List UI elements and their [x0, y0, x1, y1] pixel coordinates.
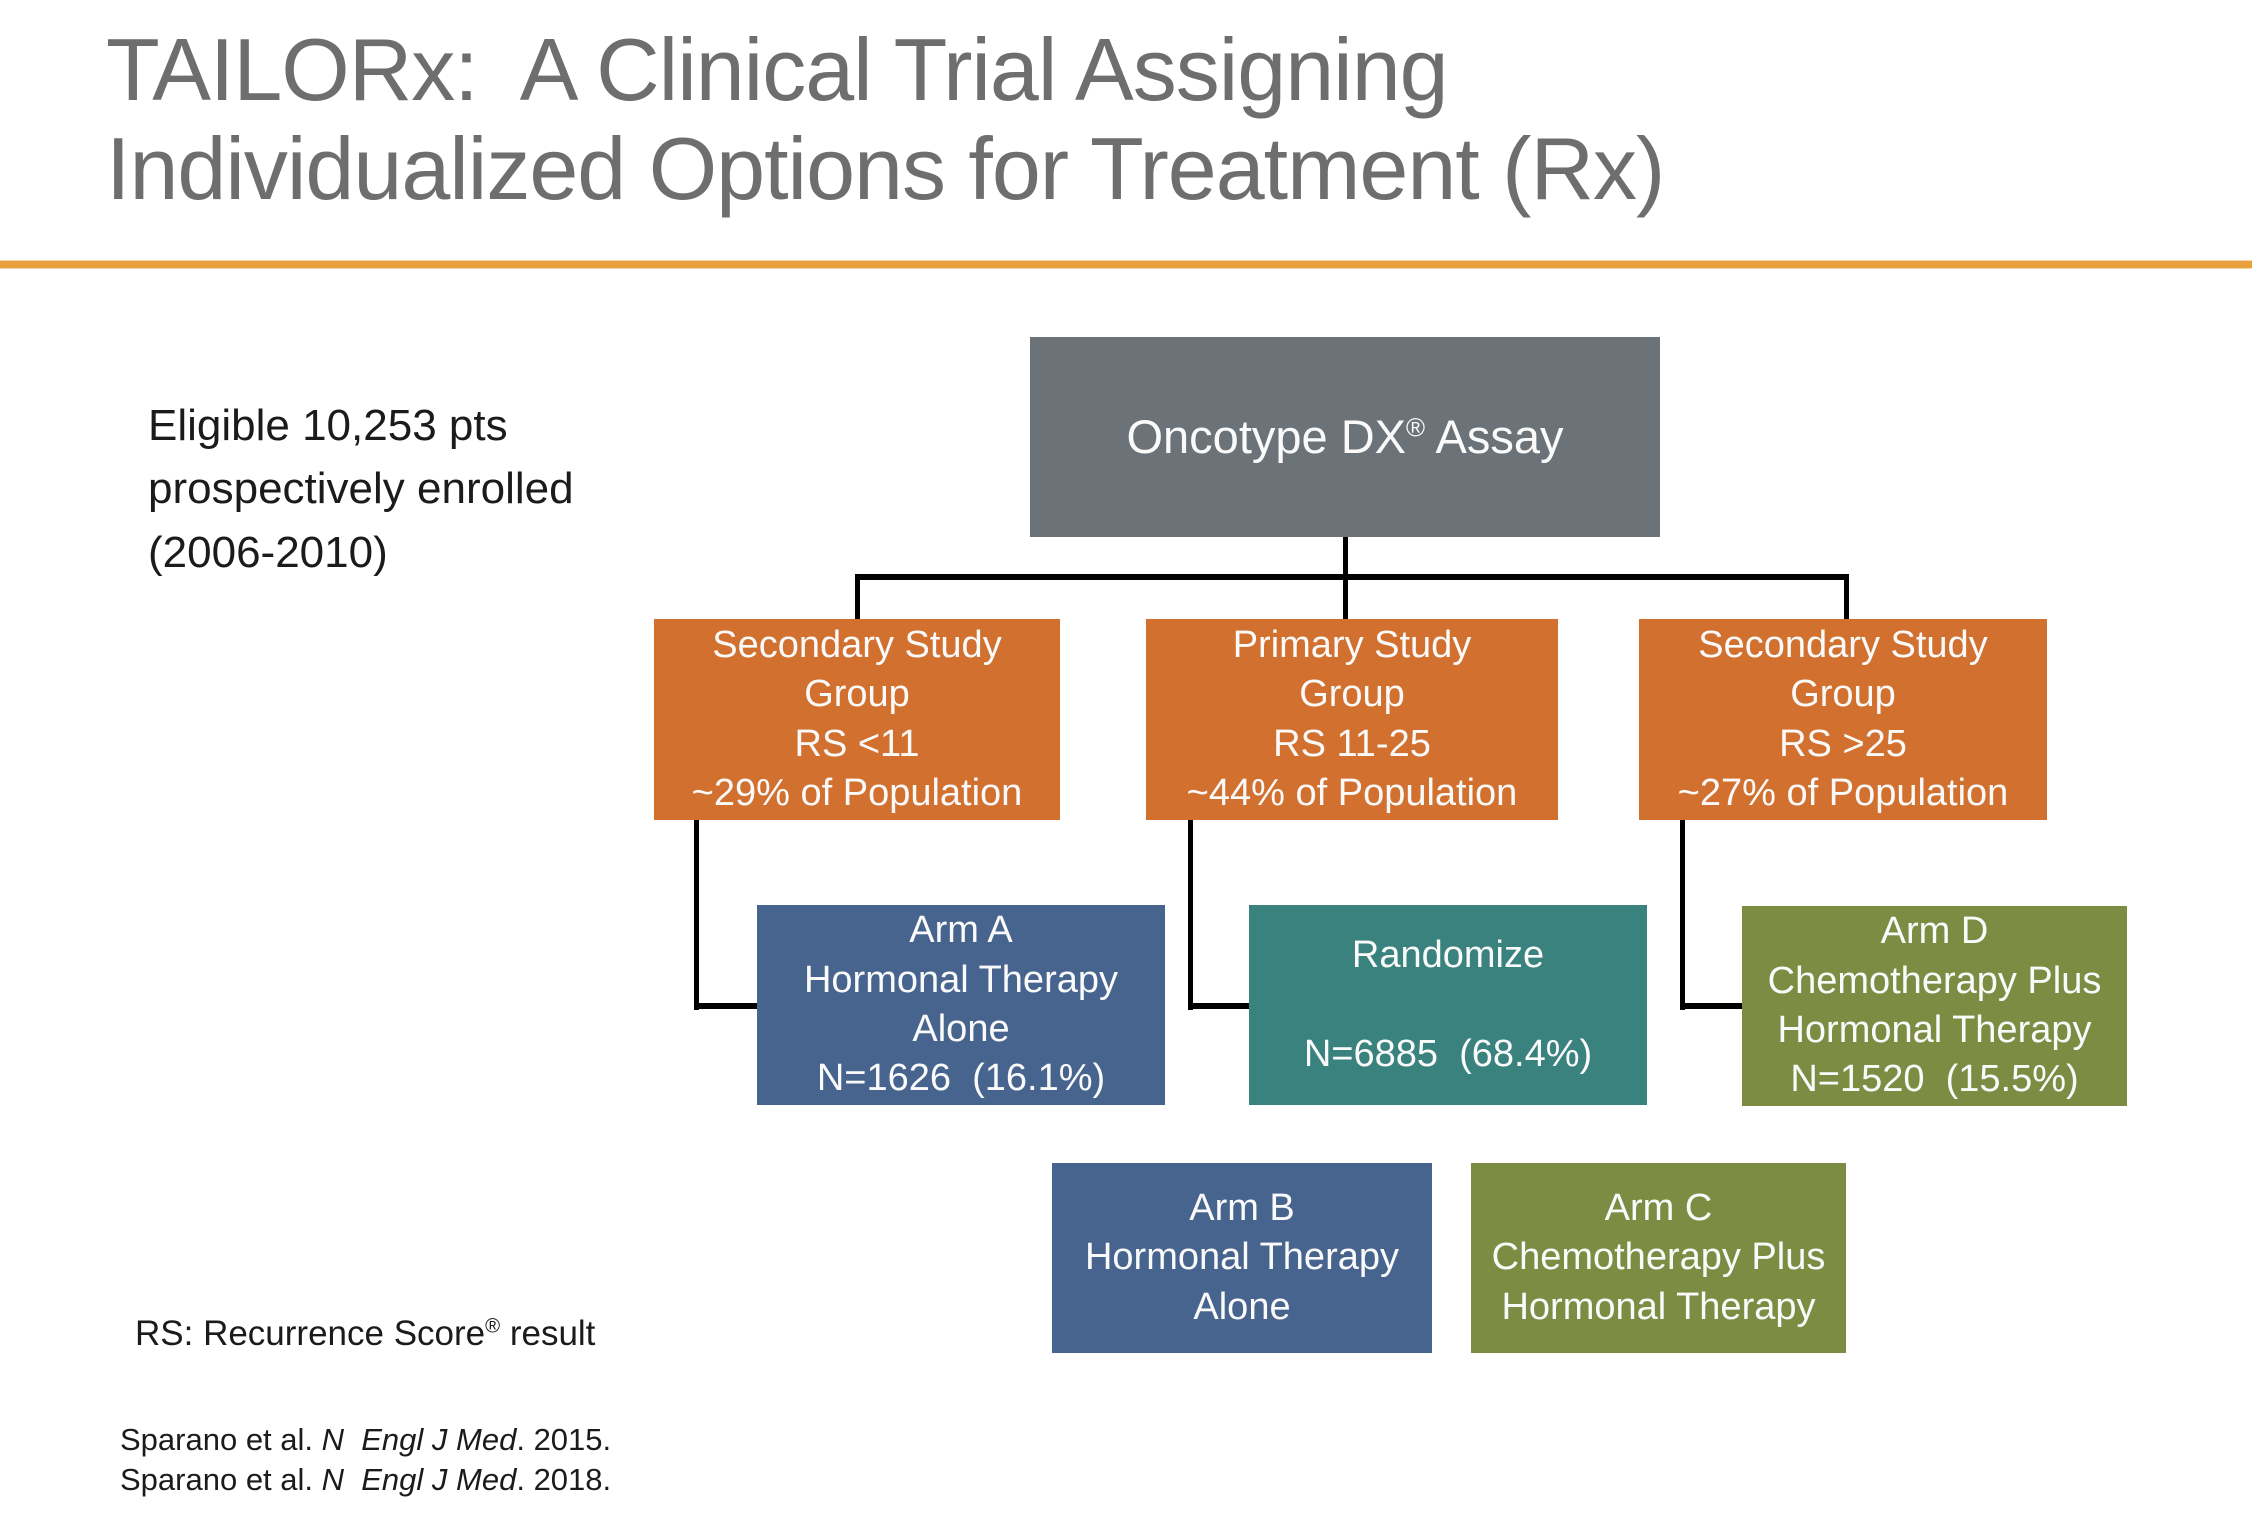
group2-line1: Primary Study [1232, 623, 1472, 666]
connector-elbow3-vertical [1680, 818, 1685, 1010]
citation-2018-journal: N Engl J Med [321, 1462, 517, 1498]
arm-a-line2: Hormonal Therapy [803, 958, 1118, 1001]
connector-elbow2-horizontal [1188, 1003, 1254, 1009]
root-box-label-text: Oncotype DX [1126, 410, 1407, 464]
arm-c-line1: Arm C [1604, 1186, 1713, 1229]
connector-elbow1-vertical [694, 818, 699, 1010]
group-box-rs-gt-25: Secondary Study Group RS >25 ~27% of Pop… [1639, 619, 2047, 820]
arm-b-box: Arm B Hormonal Therapy Alone [1052, 1163, 1432, 1353]
randomize-line1: Randomize [1351, 933, 1545, 976]
enrollment-note: Eligible 10,253 pts prospectively enroll… [148, 394, 574, 584]
randomize-line3: N=6885 (68.4%) [1303, 1032, 1593, 1075]
title-divider-rule [0, 261, 2252, 268]
citations: Sparano et al. N Engl J Med. 2015. Spara… [120, 1420, 611, 1501]
root-box-oncotype-dx-assay: Oncotype DX® Assay [1030, 337, 1660, 537]
rs-footnote-text: RS: Recurrence Score [135, 1314, 486, 1353]
connector-elbow3-horizontal [1680, 1003, 1746, 1009]
group2-line4: ~44% of Population [1186, 771, 1518, 814]
arm-d-line1: Arm D [1880, 910, 1989, 953]
arm-a-line1: Arm A [909, 909, 1013, 952]
page-title-line1: TAILORx: A Clinical Trial Assigning [106, 20, 1449, 119]
arm-c-box: Arm C Chemotherapy Plus Hormonal Therapy [1471, 1163, 1846, 1353]
group3-line1: Secondary Study [1698, 623, 1988, 666]
arm-d-box: Arm D Chemotherapy Plus Hormonal Therapy… [1742, 906, 2127, 1106]
group1-line4: ~29% of Population [691, 771, 1023, 814]
group3-line3: RS >25 [1779, 722, 1907, 765]
enrollment-note-line3: (2006-2010) [148, 527, 388, 577]
arm-c-line3: Hormonal Therapy [1501, 1285, 1816, 1328]
arm-a-line3: Alone [912, 1008, 1010, 1050]
arm-b-line1: Arm B [1189, 1186, 1295, 1229]
randomize-box: Randomize N=6885 (68.4%) [1249, 905, 1647, 1105]
enrollment-note-line1: Eligible 10,253 pts [148, 401, 508, 450]
group1-line2: Group [804, 673, 910, 716]
citation-2015-authors: Sparano et al. [120, 1422, 322, 1457]
group1-line3: RS <11 [794, 722, 920, 765]
arm-d-line3: Hormonal Therapy [1777, 1009, 2092, 1051]
group-box-rs-11-25: Primary Study Group RS 11-25 ~44% of Pop… [1146, 619, 1558, 820]
root-box-label-suffix: Assay [1425, 410, 1564, 464]
arm-b-line2: Hormonal Therapy [1084, 1236, 1399, 1279]
citation-2015: Sparano et al. N Engl J Med. 2015. [120, 1420, 611, 1460]
page-title-line2: Individualized Options for Treatment (Rx… [106, 119, 1665, 219]
connector-horizontal-bar [855, 574, 1849, 580]
connector-drop-left [855, 574, 860, 620]
connector-drop-right [1844, 574, 1849, 620]
registered-trademark-symbol: ® [1406, 414, 1426, 443]
citation-2018-year: . 2018. [516, 1462, 612, 1498]
group3-line4: ~27% of Population [1677, 771, 2009, 814]
registered-trademark-symbol: ® [485, 1315, 501, 1338]
rs-footnote-suffix: result [500, 1314, 596, 1353]
page-title: TAILORx: A Clinical Trial Assigning Indi… [106, 20, 1665, 219]
citation-2018-authors: Sparano et al. [120, 1462, 322, 1498]
enrollment-note-line2: prospectively enrolled [148, 464, 574, 514]
rs-definition-footnote: RS: Recurrence Score® result [135, 1314, 595, 1354]
connector-elbow1-horizontal [694, 1003, 760, 1009]
group3-line2: Group [1790, 673, 1896, 716]
root-box-label: Oncotype DX® Assay [1126, 406, 1563, 467]
arm-d-line4: N=1520 (15.5%) [1790, 1058, 2079, 1101]
arm-d-line2: Chemotherapy Plus [1767, 959, 2102, 1002]
group-box-rs-lt-11: Secondary Study Group RS <11 ~29% of Pop… [654, 619, 1060, 820]
arm-b-line3: Alone [1193, 1285, 1291, 1328]
arm-a-box: Arm A Hormonal Therapy Alone N=1626 (16.… [757, 905, 1165, 1105]
group2-line3: RS 11-25 [1273, 722, 1431, 765]
citation-2018: Sparano et al. N Engl J Med. 2018. [120, 1460, 611, 1500]
group2-line2: Group [1299, 673, 1405, 716]
citation-2015-year: . 2015. [516, 1422, 612, 1457]
group1-line1: Secondary Study [712, 623, 1002, 666]
citation-2015-journal: N Engl J Med [321, 1422, 517, 1457]
arm-a-line4: N=1626 (16.1%) [816, 1057, 1106, 1100]
connector-elbow2-vertical [1188, 818, 1193, 1010]
arm-c-line2: Chemotherapy Plus [1491, 1236, 1826, 1279]
